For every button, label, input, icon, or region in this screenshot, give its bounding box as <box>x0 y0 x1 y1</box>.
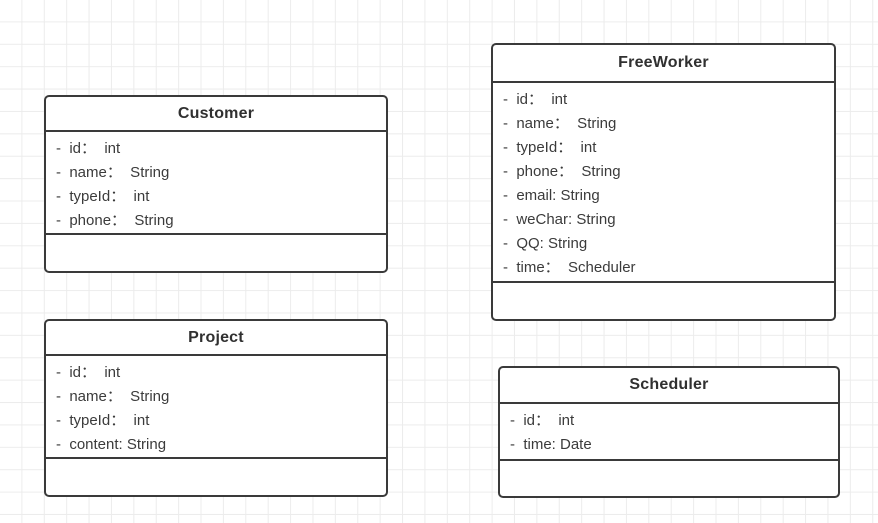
attribute-row: - typeId： int <box>56 412 150 429</box>
class-title-customer: Customer <box>46 97 386 132</box>
attribute-row: - weChar: String <box>503 211 616 228</box>
class-title-scheduler: Scheduler <box>500 368 838 404</box>
class-attributes-scheduler: - id： int - time: Date <box>500 404 838 461</box>
uml-class-scheduler[interactable]: Scheduler - id： int - time: Date <box>498 366 840 498</box>
uml-class-customer[interactable]: Customer - id： int - name： String - type… <box>44 95 388 273</box>
attribute-row: - id： int <box>56 364 121 381</box>
attribute-row: - time: Date <box>510 436 592 453</box>
attribute-row: - typeId： int <box>56 188 150 205</box>
attribute-row: - time： Scheduler <box>503 259 636 276</box>
attribute-row: - id： int <box>503 91 568 108</box>
class-methods-customer <box>46 235 386 271</box>
class-attributes-freeworker: - id： int - name： String - typeId： int -… <box>493 83 834 283</box>
class-methods-scheduler <box>500 461 838 496</box>
class-methods-project <box>46 459 386 495</box>
attribute-row: - typeId： int <box>503 139 597 156</box>
attribute-row: - name： String <box>56 388 170 405</box>
attribute-row: - QQ: String <box>503 235 588 252</box>
class-attributes-customer: - id： int - name： String - typeId： int -… <box>46 132 386 235</box>
attribute-row: - id： int <box>56 140 121 157</box>
uml-class-project[interactable]: Project - id： int - name： String - typeI… <box>44 319 388 497</box>
class-title-project: Project <box>46 321 386 356</box>
class-attributes-project: - id： int - name： String - typeId： int -… <box>46 356 386 459</box>
uml-class-freeworker[interactable]: FreeWorker - id： int - name： String - ty… <box>491 43 836 321</box>
attribute-row: - name： String <box>56 164 170 181</box>
attribute-row: - id： int <box>510 412 575 429</box>
attribute-row: - phone： String <box>56 212 174 229</box>
attribute-row: - email: String <box>503 187 600 204</box>
attribute-row: - content: String <box>56 436 167 453</box>
class-methods-freeworker <box>493 283 834 319</box>
attribute-row: - name： String <box>503 115 617 132</box>
attribute-row: - phone： String <box>503 163 621 180</box>
class-title-freeworker: FreeWorker <box>493 45 834 83</box>
